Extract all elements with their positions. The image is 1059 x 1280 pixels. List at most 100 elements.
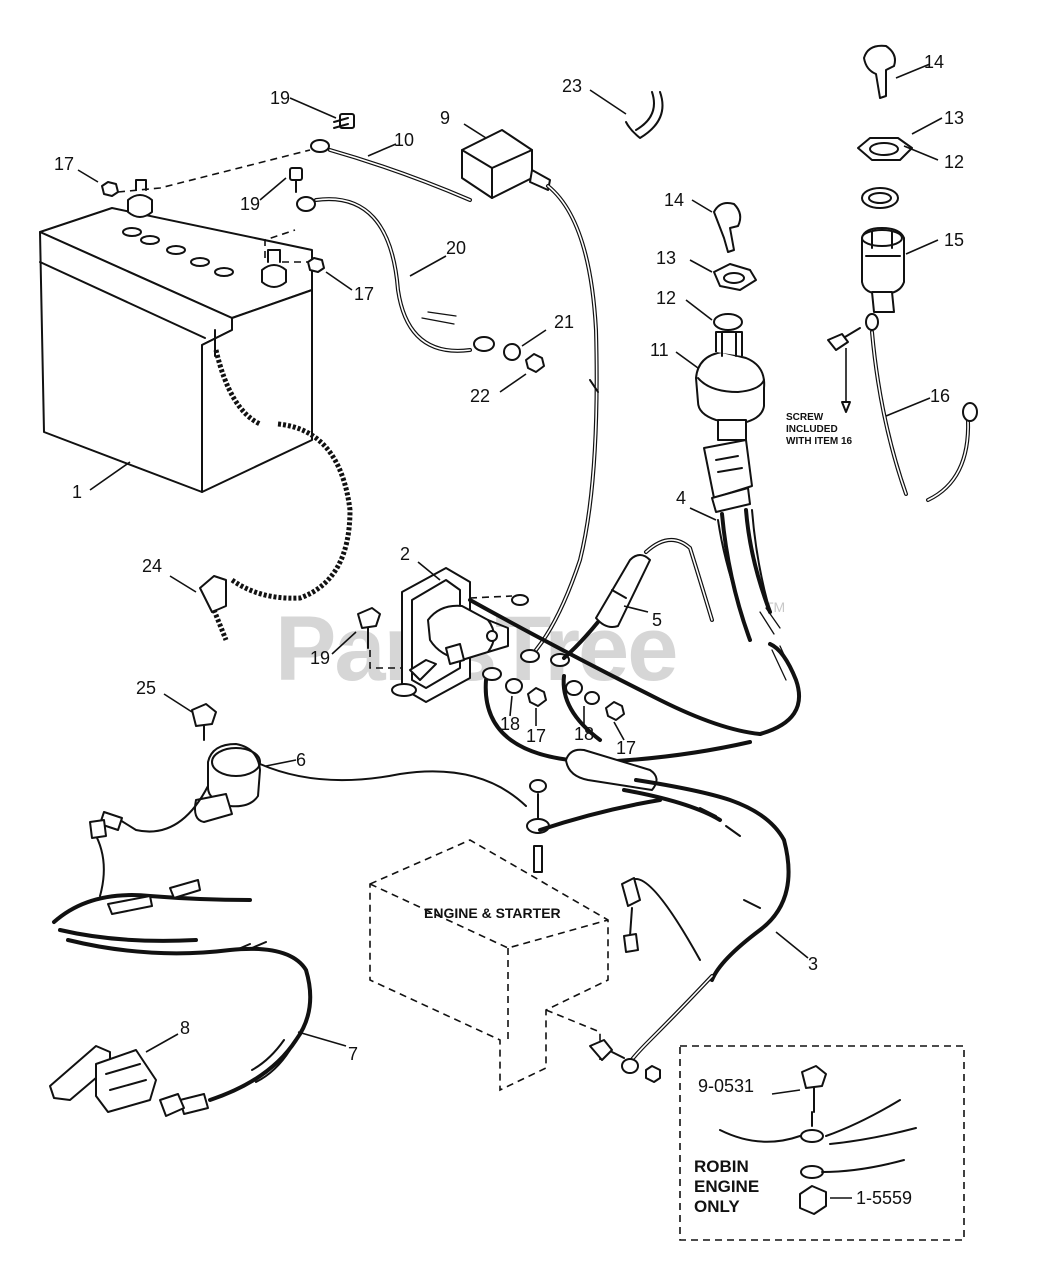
strap-clamp xyxy=(199,575,229,641)
starter-solenoid xyxy=(391,567,509,703)
inset-screw xyxy=(801,1065,827,1113)
callout-14a: 14 xyxy=(664,190,684,210)
inset-wire xyxy=(719,1129,801,1143)
switch-connector xyxy=(703,439,753,513)
ring-terminal xyxy=(482,667,502,681)
screw-note: SCREW INCLUDED WITH ITEM 16 xyxy=(786,412,853,447)
hex-nut xyxy=(525,353,545,373)
hex-nut xyxy=(307,257,325,273)
callout-21: 21 xyxy=(554,312,574,332)
ring-terminal xyxy=(526,818,550,834)
callout-1-5559: 1-5559 xyxy=(856,1188,912,1208)
bolt xyxy=(357,607,381,649)
battery-cap xyxy=(122,227,142,237)
ring-terminal xyxy=(865,313,879,331)
connector-plug xyxy=(49,1045,185,1117)
lock-washer xyxy=(861,187,899,209)
callout-8: 8 xyxy=(180,1018,190,1038)
hex-nut xyxy=(527,687,547,707)
condenser-lead xyxy=(259,763,527,807)
key xyxy=(863,44,896,99)
callout-16: 16 xyxy=(930,386,950,406)
screw-note-line-1: SCREW xyxy=(786,412,824,423)
callout-12a: 12 xyxy=(656,288,676,308)
inset-label-line-3: ONLY xyxy=(694,1197,740,1216)
hex-nut xyxy=(605,701,625,721)
ring-terminal xyxy=(520,649,540,663)
callout-18a: 18 xyxy=(500,714,520,734)
engine-harness xyxy=(52,819,313,1115)
robin-engine-inset xyxy=(679,1045,965,1241)
callout-25: 25 xyxy=(136,678,156,698)
lock-washer xyxy=(565,680,583,696)
engine-starter-outline xyxy=(369,839,609,1092)
callout-11: 11 xyxy=(650,340,669,360)
battery-cap xyxy=(190,257,210,267)
inset-label-line-1: ROBIN xyxy=(694,1157,749,1176)
switch-harness xyxy=(720,512,752,642)
battery-cap xyxy=(166,245,186,255)
callout-23: 23 xyxy=(562,76,582,96)
positive-cable xyxy=(534,184,599,652)
lock-washer xyxy=(713,313,743,331)
lock-washer xyxy=(503,343,521,361)
wire-connector xyxy=(623,933,639,953)
wire-clip xyxy=(625,91,664,139)
hex-nut xyxy=(713,263,757,291)
battery xyxy=(39,179,313,493)
screw xyxy=(827,333,849,351)
ring-terminal xyxy=(962,402,978,422)
callout-24: 24 xyxy=(142,556,162,576)
bolt xyxy=(333,113,355,129)
callout-19b: 19 xyxy=(240,194,260,214)
square-nut xyxy=(799,1185,827,1215)
ring-terminal xyxy=(511,594,529,606)
callout-17d: 17 xyxy=(616,738,636,758)
callout-14b: 14 xyxy=(924,52,944,72)
battery-lip xyxy=(39,261,206,339)
callout-15: 15 xyxy=(944,230,964,250)
fuse-holder xyxy=(562,538,714,660)
ignition-switch xyxy=(695,331,766,441)
engine-starter-label: ENGINE & STARTER xyxy=(424,905,561,921)
callout-13a: 13 xyxy=(656,248,676,268)
hex-nut xyxy=(101,181,119,197)
battery-cap xyxy=(140,235,160,245)
battery-cap xyxy=(214,267,234,277)
inset-label-line-2: ENGINE xyxy=(694,1177,759,1196)
robin-engine-label: ROBIN ENGINE ONLY xyxy=(694,1157,759,1216)
callout-19c: 19 xyxy=(310,648,330,668)
callout-3: 3 xyxy=(808,954,818,974)
battery-terminal-negative xyxy=(127,194,153,218)
callout-9: 9 xyxy=(440,108,450,128)
condenser xyxy=(194,743,261,823)
lock-washer xyxy=(529,779,547,793)
callouts: 1 2 3 4 5 6 7 8 9 10 11 12 12 13 13 14 1… xyxy=(54,52,964,1208)
ground-wire xyxy=(870,330,908,496)
callout-22: 22 xyxy=(470,386,490,406)
callout-6: 6 xyxy=(296,750,306,770)
callout-9-0531: 9-0531 xyxy=(698,1076,754,1096)
callout-10: 10 xyxy=(394,130,414,150)
callout-17b: 17 xyxy=(354,284,374,304)
leader-lines xyxy=(77,63,943,1199)
callout-1: 1 xyxy=(72,482,82,502)
terminal-boot xyxy=(461,129,551,199)
screw-note-line-3: WITH ITEM 16 xyxy=(786,436,853,447)
key xyxy=(713,202,742,253)
callout-18b: 18 xyxy=(574,724,594,744)
lock-washer xyxy=(584,691,600,705)
ground-cable xyxy=(296,196,495,353)
wire-connector xyxy=(621,877,641,907)
braided-strap xyxy=(213,349,262,427)
callout-2: 2 xyxy=(400,544,410,564)
callout-17c: 17 xyxy=(526,726,546,746)
callout-17a: 17 xyxy=(54,154,74,174)
callout-20: 20 xyxy=(446,238,466,258)
callout-13b: 13 xyxy=(944,108,964,128)
battery-terminal-positive xyxy=(261,264,287,288)
battery-side xyxy=(201,289,313,493)
callout-5: 5 xyxy=(652,610,662,630)
bolt xyxy=(191,703,217,741)
battery-cable xyxy=(310,139,472,202)
